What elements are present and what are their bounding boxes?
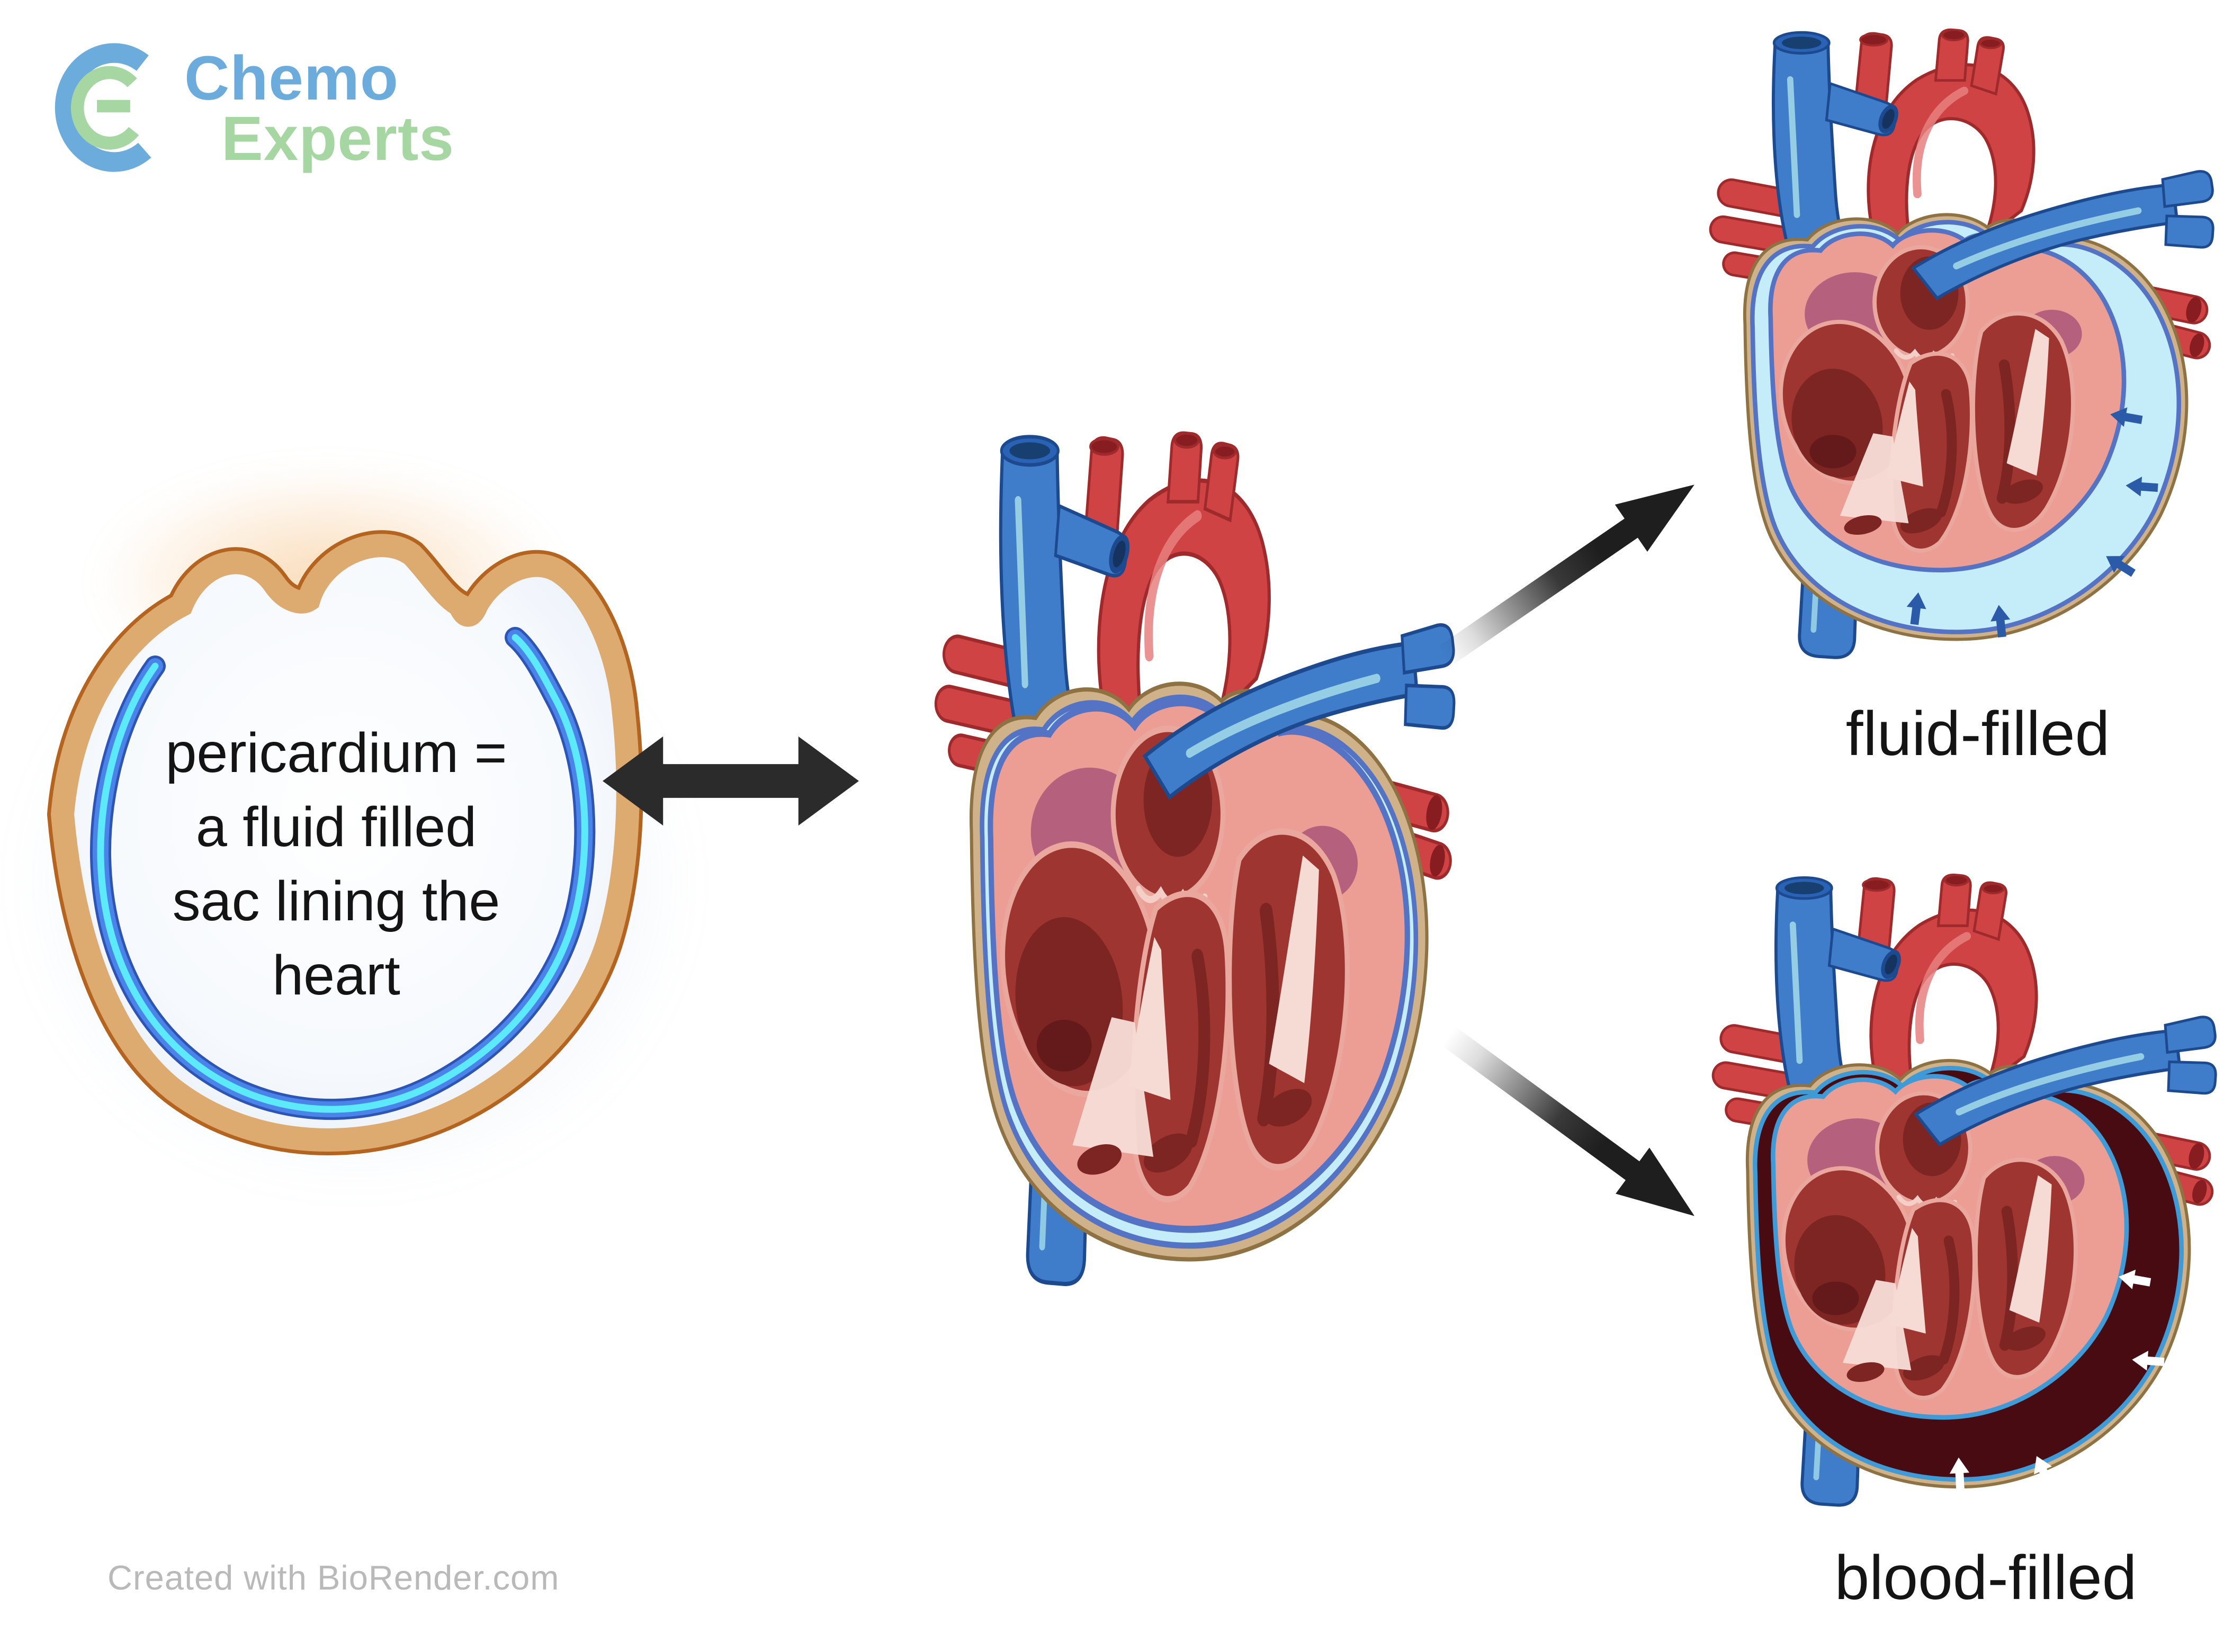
blood-filled-label: blood-filled: [1834, 1543, 2137, 1613]
chemoexperts-logo-icon: [48, 37, 177, 175]
double-headed-arrow: [603, 733, 859, 829]
heart-with-blood-filled-pericardium: [1676, 851, 2221, 1532]
arrow-to-blood-filled: [1429, 1009, 1715, 1243]
definition-line: sac lining the: [172, 870, 500, 932]
heart-with-normal-pericardium: [898, 401, 1460, 1320]
logo-word-top: Chemo: [184, 43, 399, 113]
logo-word-bottom: Experts: [221, 104, 454, 174]
heart-with-fluid-filled-pericardium: [1673, 6, 2219, 684]
definition-line: a fluid filled: [195, 796, 477, 858]
biorender-attribution: Created with BioRender.com: [107, 1558, 560, 1597]
pericardium-sac-illustration: [41, 491, 650, 1174]
definition-line: heart: [272, 944, 400, 1007]
pericardium-definition-text: pericardium = a fluid filled sac lining …: [114, 716, 559, 1012]
fluid-filled-label: fluid-filled: [1845, 699, 2110, 769]
definition-line: pericardium =: [165, 722, 507, 784]
chemoexperts-logo: Chemo Experts: [48, 31, 577, 190]
arrow-to-fluid-filled: [1424, 457, 1714, 685]
